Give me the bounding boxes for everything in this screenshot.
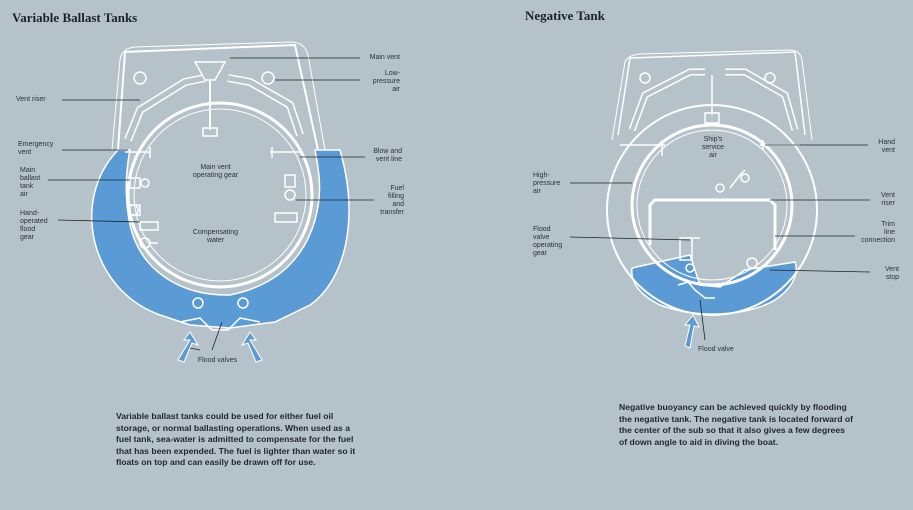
label-flood-valve: Flood valve — [698, 346, 734, 353]
label-high-pressure-air: High- pressure air — [533, 172, 561, 195]
left-title: Variable Ballast Tanks — [12, 10, 138, 25]
label-flood-valves: Flood valves — [197, 357, 238, 364]
negative-water-fill — [631, 254, 797, 315]
label-blow-vent-line: Blow and vent line — [373, 148, 402, 163]
label-ships-service-air: Ship's service air — [701, 136, 725, 159]
outer-casing — [117, 43, 319, 151]
label-flood-valve-operating-gear: Flood valve operating gear — [533, 226, 563, 257]
label-vent-stop: Vent stop — [884, 266, 899, 281]
pressure-hull — [126, 101, 314, 289]
negative-tank-diagram — [569, 49, 871, 349]
label-emergency-vent: Emergency vent — [18, 141, 54, 156]
label-compensating-water: Compensating water — [192, 229, 239, 244]
label-hand-operated-flood-gear: Hand- operated flood gear — [20, 210, 48, 241]
label-hand-vent: Hand vent — [878, 139, 895, 154]
label-low-pressure-air: Low- pressure air — [372, 70, 400, 93]
ballast-water-left — [90, 149, 350, 329]
label-vent-riser: Vent riser — [16, 96, 46, 103]
label-main-vent: Main vent — [369, 54, 400, 61]
flood-arrow-negative — [683, 314, 700, 349]
right-description: Negative buoyancy can be achieved quickl… — [619, 402, 853, 447]
flood-arrow-left — [177, 331, 200, 363]
label-trim-line-connection: Trim line connection — [861, 221, 895, 244]
label-main-vent-operating-gear: Main vent operating gear — [192, 164, 239, 179]
label-main-ballast-tank-air: Main ballast tank air — [20, 167, 41, 198]
negative-pressure-hull — [630, 123, 794, 287]
label-fuel-filling-transfer: Fuel filling and transfer — [380, 185, 404, 216]
label-vent-riser-right: Vent riser — [880, 192, 895, 207]
variable-ballast-diagram — [48, 41, 374, 363]
right-title: Negative Tank — [525, 8, 605, 23]
left-description: Variable ballast tanks could be used for… — [116, 411, 356, 468]
flood-arrow-right — [240, 331, 263, 363]
